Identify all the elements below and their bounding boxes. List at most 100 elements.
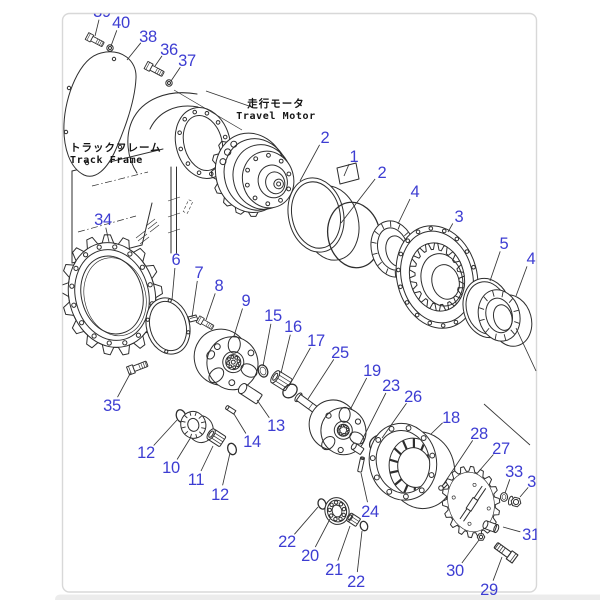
callout-leader-10: [176, 436, 192, 460]
callout-leader-25: [307, 359, 335, 400]
callout-leader-37: [170, 66, 181, 82]
callout-leader-21: [337, 525, 351, 561]
callout-16[interactable]: 16: [284, 318, 302, 336]
travel-motor-label-en: Travel Motor: [236, 111, 315, 122]
part-ring-22a: [317, 498, 327, 510]
callout-24[interactable]: 24: [361, 503, 379, 521]
callout-leader-13: [256, 399, 270, 419]
part-ring-6: [145, 297, 191, 355]
callout-leader-35: [117, 371, 132, 398]
part-ring-33: [499, 492, 509, 502]
part-pin-14: [225, 405, 237, 415]
part-ring-2: [287, 177, 345, 253]
next-card-strip: [55, 594, 600, 600]
part-plug-32: [507, 495, 522, 508]
callout-leader-39: [94, 19, 100, 37]
callout-21[interactable]: 21: [325, 561, 343, 579]
callout-leader-29: [492, 556, 503, 581]
callout-15[interactable]: 15: [264, 307, 282, 325]
callout-11[interactable]: 11: [188, 471, 205, 489]
annotation-travel-motor: 走行モータ Travel Motor: [205, 90, 315, 122]
thread-hatch-marks: [135, 218, 160, 245]
part-spline-bushing-11: [206, 428, 227, 447]
callout-9[interactable]: 9: [242, 292, 251, 310]
part-ring-gear-18: [368, 422, 456, 510]
callout-leader-30: [461, 539, 480, 564]
part-oring-17: [282, 383, 298, 399]
callout-10[interactable]: 10: [162, 459, 180, 477]
callout-leader-28: [442, 440, 474, 486]
callout-leader-38: [126, 42, 142, 61]
callout-22[interactable]: 22: [347, 573, 365, 591]
callout-31[interactable]: 31: [522, 526, 540, 544]
callout-23[interactable]: 23: [382, 377, 400, 395]
callout-14[interactable]: 14: [243, 433, 261, 451]
callout-3[interactable]: 3: [455, 208, 464, 226]
callout-32[interactable]: 32: [527, 473, 545, 491]
callout-35[interactable]: 35: [103, 397, 121, 415]
callout-37[interactable]: 37: [178, 52, 196, 70]
callout-leader-7: [191, 280, 198, 318]
callout-29[interactable]: 29: [480, 581, 498, 599]
clipped-leader-line: [515, 327, 537, 372]
callout-40[interactable]: 40: [112, 14, 130, 32]
callout-leader-17: [288, 347, 311, 387]
callout-leader-27: [479, 454, 494, 471]
callout-4[interactable]: 4: [411, 183, 420, 201]
callout-leader-18: [430, 422, 443, 435]
callout-leader-22: [356, 530, 363, 573]
callout-leader-3: [447, 223, 454, 233]
callout-8[interactable]: 8: [215, 277, 224, 295]
callout-38[interactable]: 38: [139, 28, 157, 46]
callout-leader-2: [299, 144, 320, 182]
callout-2[interactable]: 2: [321, 129, 330, 147]
part-travel-motor: [210, 132, 295, 217]
part-sprocket-34: [62, 234, 163, 356]
callout-39[interactable]: 39: [93, 3, 111, 22]
callout-leader-24: [360, 472, 368, 503]
callout-17[interactable]: 17: [307, 332, 325, 350]
part-nut-30: [476, 533, 486, 541]
callout-leader-11: [200, 445, 214, 472]
callout-36[interactable]: 36: [160, 41, 178, 59]
callout-4[interactable]: 4: [527, 250, 536, 268]
callout-leader-23: [359, 392, 387, 445]
callout-7[interactable]: 7: [195, 264, 204, 282]
callout-12[interactable]: 12: [137, 444, 155, 462]
callout-6[interactable]: 6: [172, 251, 181, 269]
callout-26[interactable]: 26: [404, 388, 422, 406]
callout-27[interactable]: 27: [492, 440, 510, 458]
part-plug-31: [482, 520, 500, 534]
callout-leader-5: [489, 251, 501, 282]
callout-30[interactable]: 30: [446, 562, 464, 580]
part-carrier-9: [193, 328, 259, 391]
track-frame-label-en: Track Frame: [70, 155, 143, 166]
callout-leader-20: [314, 518, 331, 548]
callout-33[interactable]: 33: [505, 463, 523, 481]
callout-leader-22: [294, 506, 319, 535]
callout-28[interactable]: 28: [470, 425, 488, 443]
callout-18[interactable]: 18: [442, 409, 460, 427]
part-ball-bearing-20: [324, 497, 350, 525]
callout-20[interactable]: 20: [301, 547, 319, 565]
part-pin-24: [357, 456, 365, 473]
callout-25[interactable]: 25: [331, 344, 349, 362]
callout-leader-12: [153, 419, 178, 446]
callout-leader-26: [381, 402, 407, 439]
callout-leader-15: [262, 323, 272, 367]
part-ring-15: [257, 364, 269, 378]
callout-5[interactable]: 5: [500, 235, 509, 253]
callout-leader-32: [519, 487, 529, 498]
track-frame-label-jp: トラックフレーム: [70, 142, 162, 154]
callout-34[interactable]: 34: [94, 211, 112, 229]
callout-22[interactable]: 22: [278, 533, 296, 551]
callout-2[interactable]: 2: [378, 164, 387, 182]
callout-1[interactable]: 1: [350, 148, 359, 166]
callout-leader-8: [205, 293, 216, 321]
callout-19[interactable]: 19: [363, 362, 381, 380]
callout-leader-31: [502, 526, 521, 533]
callout-13[interactable]: 13: [267, 417, 285, 435]
callout-12[interactable]: 12: [211, 486, 229, 504]
part-washer-40: [106, 44, 114, 52]
callout-leader-4: [397, 198, 411, 225]
